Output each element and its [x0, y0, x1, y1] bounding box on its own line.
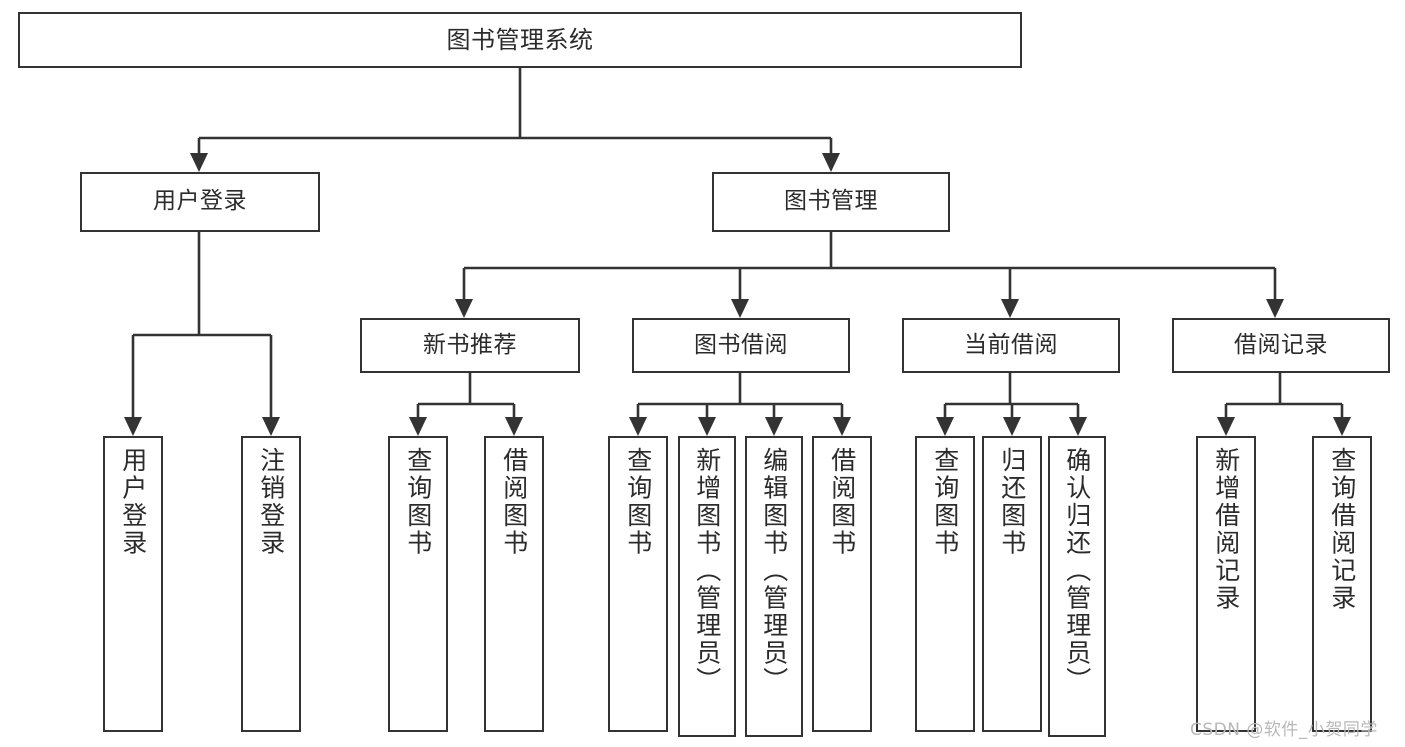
csdn-watermark: CSDN @软件_小贺同学	[1190, 720, 1378, 740]
node-label: 图书借阅	[694, 331, 788, 358]
node-label: 归还图书	[997, 447, 1027, 557]
node-label: 图书管理系统	[446, 25, 594, 54]
node-current-borrow[interactable]: 当前借阅	[902, 318, 1120, 373]
node-label: 用户登录	[153, 188, 247, 215]
node-root-book-management-system[interactable]: 图书管理系统	[18, 12, 1022, 68]
leaf-book-borrow-borrow-book[interactable]: 借阅图书	[812, 436, 872, 732]
leaf-current-borrow-confirm-return-admin[interactable]: 确认归还（管理员）	[1048, 436, 1106, 737]
node-label: 确认归还（管理员）	[1062, 447, 1092, 695]
node-label: 新增借阅记录	[1211, 447, 1241, 612]
node-label: 借阅图书	[827, 447, 857, 557]
leaf-new-book-borrow-book[interactable]: 借阅图书	[484, 436, 544, 732]
node-label: 新书推荐	[423, 331, 517, 358]
node-book-management[interactable]: 图书管理	[712, 172, 950, 232]
node-label: 查询图书	[403, 447, 433, 557]
node-label: 借阅图书	[499, 447, 529, 557]
node-label: 用户登录	[118, 447, 148, 557]
node-label: 借阅记录	[1234, 331, 1328, 358]
node-label: 注销登录	[256, 447, 286, 557]
leaf-book-borrow-edit-book-admin[interactable]: 编辑图书（管理员）	[745, 436, 803, 737]
node-new-book-recommend[interactable]: 新书推荐	[360, 318, 580, 373]
leaf-book-borrow-add-book-admin[interactable]: 新增图书（管理员）	[678, 436, 736, 737]
leaf-user-login-logout[interactable]: 注销登录	[241, 436, 301, 732]
node-user-login[interactable]: 用户登录	[80, 172, 320, 232]
node-book-borrow[interactable]: 图书借阅	[632, 318, 850, 373]
node-label: 查询图书	[623, 447, 653, 557]
leaf-current-borrow-query-book[interactable]: 查询图书	[915, 436, 975, 732]
leaf-current-borrow-return-book[interactable]: 归还图书	[982, 436, 1042, 732]
node-label: 图书管理	[784, 188, 878, 215]
leaf-borrow-record-add-record[interactable]: 新增借阅记录	[1196, 436, 1256, 732]
node-label: 查询图书	[930, 447, 960, 557]
leaf-new-book-query-book[interactable]: 查询图书	[388, 436, 448, 732]
leaf-borrow-record-query-record[interactable]: 查询借阅记录	[1312, 436, 1372, 732]
node-borrow-record[interactable]: 借阅记录	[1172, 318, 1390, 373]
node-label: 编辑图书（管理员）	[759, 447, 789, 695]
leaf-user-login-login[interactable]: 用户登录	[103, 436, 163, 732]
node-label: 新增图书（管理员）	[692, 447, 722, 695]
node-label: 查询借阅记录	[1327, 447, 1357, 612]
leaf-book-borrow-query-book[interactable]: 查询图书	[608, 436, 668, 732]
node-label: 当前借阅	[964, 331, 1058, 358]
